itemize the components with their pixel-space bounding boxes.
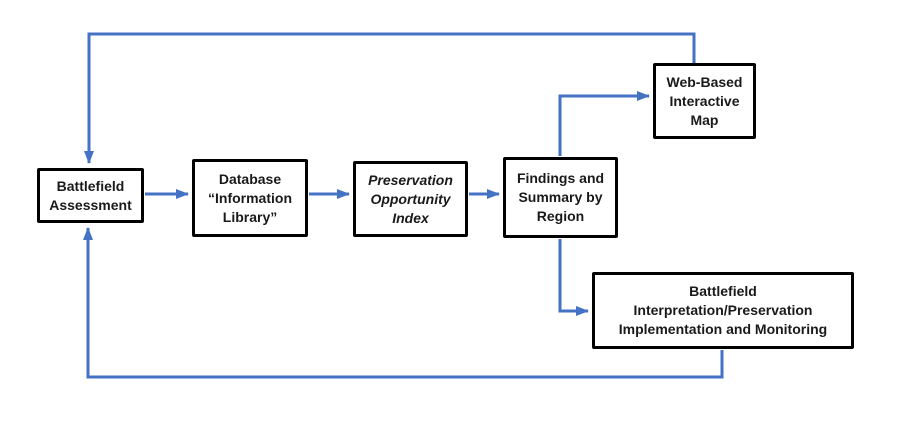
node-battlefield-interpretation-preservation: Battlefield Interpretation/Preservation … [592,272,854,349]
node-battlefield-assessment: Battlefield Assessment [37,168,144,223]
node-findings-summary-by-region: Findings and Summary by Region [503,157,618,238]
node-web-based-interactive-map: Web-Based Interactive Map [653,63,756,139]
node-database-information-library: Database “Information Library” [192,159,308,237]
edge-implementation-to-assessment-feedback [83,227,724,379]
node-preservation-opportunity-index: Preservation Opportunity Index [353,161,468,237]
edge-findings-to-webmap [558,91,650,156]
edge-webmap-to-assessment-feedback [84,32,696,164]
edge-findings-to-implementation [558,239,589,316]
